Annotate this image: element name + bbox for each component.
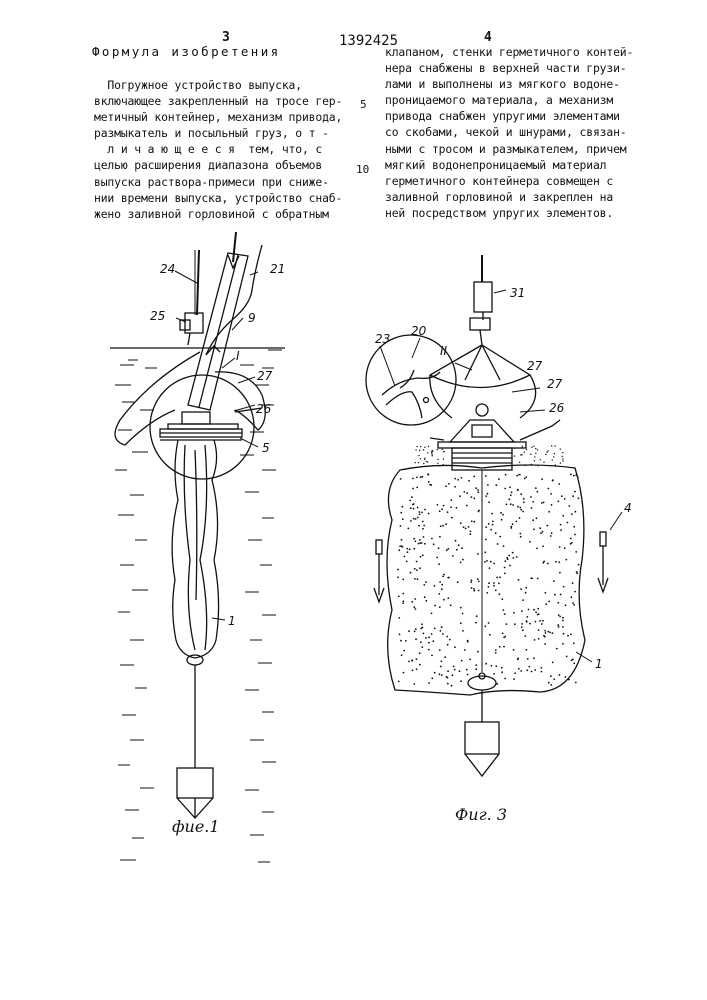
neck-fig3 — [452, 448, 512, 470]
label-31: 31 — [510, 286, 525, 300]
figure-3-caption: Фиг. 3 — [455, 805, 507, 824]
label-II: II — [440, 344, 448, 358]
float-fig3 — [468, 676, 496, 690]
label-4: 4 — [624, 501, 632, 515]
label-1-fig3: 1 — [595, 657, 603, 671]
container-body-fig3 — [387, 465, 585, 695]
label-27b: 27 — [547, 377, 563, 391]
label-26-fig3: 26 — [549, 401, 565, 415]
label-23: 23 — [375, 332, 390, 346]
stipple-fill — [397, 445, 579, 686]
label-20: 20 — [411, 324, 427, 338]
cone-26 — [450, 420, 514, 442]
messenger-weight-fig3 — [465, 722, 499, 754]
label-27a: 27 — [527, 359, 543, 373]
release-31 — [474, 282, 492, 312]
